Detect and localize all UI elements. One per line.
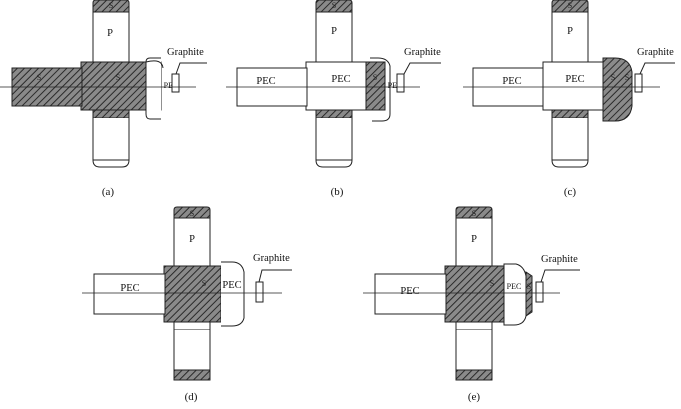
post-top-body [455, 217, 493, 267]
graphite-block [171, 73, 180, 93]
label-pec-small: PEC [164, 81, 179, 90]
post-top-body [551, 11, 589, 63]
plate-pec-left [93, 273, 166, 315]
strip-bottom [551, 109, 589, 119]
panel-b: S P PEC PEC S PEC Graphite (b) [226, 0, 441, 198]
label-pec-plate: PEC [502, 76, 521, 87]
label-s-slab: S [373, 73, 377, 82]
panel-c: S P PEC PEC S S Graphite (c) [463, 0, 675, 198]
enclosure-curve [145, 60, 164, 69]
label-p: P [107, 28, 113, 39]
label-s-top: S [472, 209, 476, 218]
shell-s [525, 271, 533, 317]
graphite-leader [540, 269, 580, 283]
label-s-shell: S [527, 282, 531, 291]
post-bottom [315, 118, 353, 168]
label-s-top: S [568, 1, 572, 10]
post-bottom-cap [455, 369, 493, 381]
label-s-top: S [109, 1, 113, 10]
label-pec-block: PEC [331, 74, 350, 85]
post-top-body [315, 11, 353, 63]
strip-bottom [455, 321, 493, 331]
strip-bottom [315, 109, 353, 119]
block-s [444, 265, 505, 323]
label-pec-small: PEC [388, 81, 403, 90]
graphite-leader [639, 62, 675, 75]
post-bottom [551, 118, 589, 168]
caption-d: (d) [185, 391, 198, 403]
graphite-leader [175, 62, 207, 75]
label-pec-plate: PEC [120, 283, 139, 294]
label-graphite: Graphite [167, 47, 204, 58]
label-s-top: S [332, 1, 336, 10]
post-top-cap [455, 206, 493, 219]
shell-s [602, 57, 633, 122]
label-pec-block: PEC [565, 74, 584, 85]
label-p: P [471, 234, 477, 245]
post-top-cap [92, 0, 130, 13]
panel-a: S P S S PEC Graphite (a) [0, 0, 207, 198]
label-pec-small: PEC [222, 280, 241, 291]
enclosure-right [221, 261, 245, 327]
graphite-block [255, 281, 264, 303]
enclosure-pec [503, 263, 527, 326]
strip-bottom [173, 321, 211, 331]
post-bottom [92, 118, 130, 168]
label-pec-plate: PEC [400, 286, 419, 297]
post-top-body [92, 11, 130, 63]
label-p: P [189, 234, 195, 245]
post-top-cap [173, 206, 211, 219]
label-s-plate: S [37, 73, 41, 82]
label-p: P [567, 26, 573, 37]
post-bottom-cap [173, 369, 211, 381]
label-pec-plate: PEC [256, 76, 275, 87]
strip-bottom [92, 109, 130, 119]
caption-a: (a) [102, 186, 115, 198]
label-graphite: Graphite [404, 47, 441, 58]
label-graphite: Graphite [253, 253, 290, 264]
label-s-block: S [116, 73, 120, 82]
panel-e: S P S PEC PEC S Graphite (e) [363, 206, 580, 403]
label-graphite: Graphite [541, 254, 578, 265]
graphite-block [634, 73, 643, 93]
enclosure-right [145, 57, 161, 120]
post-top-cap [315, 0, 353, 13]
graphite-leader [403, 62, 441, 75]
label-pec-small: PEC [507, 282, 522, 291]
caption-c: (c) [564, 186, 577, 198]
plate-pec-left [374, 273, 447, 315]
graphite-leader [258, 269, 292, 283]
graphite-block [535, 281, 544, 303]
label-s-shell-2: S [625, 73, 629, 82]
post-top-cap [551, 0, 589, 13]
label-s-block: S [202, 279, 206, 288]
label-p: P [331, 26, 337, 37]
caption-e: (e) [468, 391, 481, 403]
label-s-top: S [190, 209, 194, 218]
block-pec [542, 61, 604, 111]
label-graphite: Graphite [637, 47, 674, 58]
slab-s [365, 61, 386, 111]
caption-b: (b) [331, 186, 344, 198]
label-s-shell: S [611, 73, 615, 82]
label-s-block: S [490, 279, 494, 288]
block-s [163, 265, 222, 323]
graphite-block [396, 73, 405, 93]
panel-d: S P S PEC PEC Graphite (d) [82, 206, 292, 403]
block-pec [305, 61, 367, 111]
enclosure-right [370, 57, 391, 122]
